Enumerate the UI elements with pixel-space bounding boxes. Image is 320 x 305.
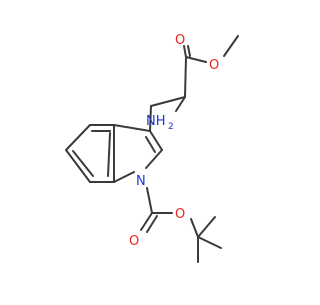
atom-labels: O O NH 2 N O O: [129, 33, 219, 249]
bond-oether-cq: [190, 218, 199, 238]
bond-c7a-inner: [107, 132, 111, 177]
bond-c3-c2-inner: [145, 136, 156, 153]
atom-label-o-carbonyl-boc: O: [129, 234, 139, 249]
bond-n1-bocc: [146, 187, 153, 214]
bond-carbonyl-double-b: [187, 45, 191, 57]
bond-bocc-ocarbonyl-b: [146, 215, 158, 233]
molecule-drawing: O O NH 2 N O O: [65, 33, 239, 263]
bond-c5-c6-inner: [72, 150, 94, 177]
bond-c5-c6: [65, 149, 91, 183]
structure-canvas: O O NH 2 N O O: [65, 33, 239, 263]
bond-cq-me2: [197, 236, 222, 249]
atom-label-o-ether-ester: O: [209, 58, 219, 73]
atom-label-o-carbonyl-ester: O: [175, 33, 185, 48]
bond-calpha-cbeta: [150, 96, 186, 107]
bond-n1-c7a: [113, 171, 135, 183]
atom-label-o-ether-boc: O: [175, 207, 185, 222]
bond-calpha-n: [175, 96, 186, 112]
bond-c3-c2: [149, 130, 163, 151]
bond-cq-me1: [197, 216, 216, 238]
atom-label-amine-subscript: 2: [168, 122, 174, 132]
bonds: [65, 35, 239, 263]
bond-carbonylc-calpha: [184, 56, 187, 98]
bond-c2-n1: [145, 149, 163, 169]
bond-cbeta-c3: [149, 105, 152, 132]
bond-c3-c3a: [113, 124, 151, 132]
bond-c4-c5: [65, 124, 91, 151]
bond-bocc-ocarbonyl-a: [140, 212, 153, 231]
bond-carbonyl-double-a: [183, 45, 187, 58]
bond-o-carbonylc: [185, 56, 207, 63]
atom-label-amine: NH: [146, 114, 166, 129]
bond-ch3-o: [223, 35, 239, 57]
atom-label-n-indole: N: [136, 174, 146, 189]
